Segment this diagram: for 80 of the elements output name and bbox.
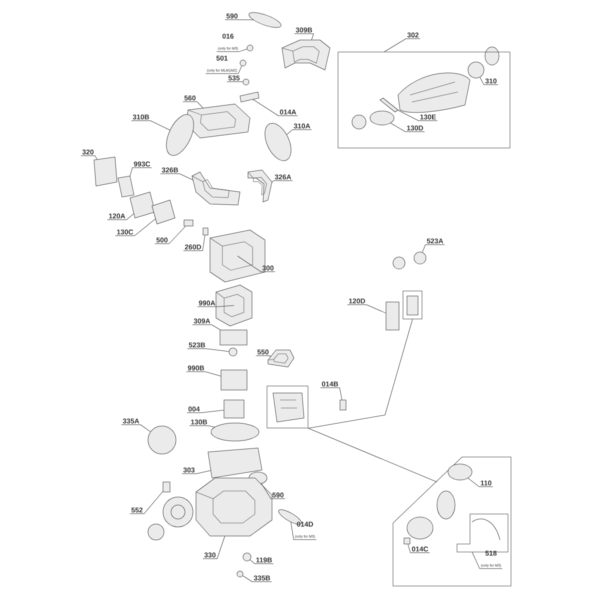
leader-line [384,38,420,52]
leader-line [237,256,276,272]
part-block [404,538,410,544]
part-block [208,448,262,478]
leader-line [261,484,286,499]
part-block [224,400,244,418]
part-ellipse [448,464,472,480]
part-circle [414,252,426,264]
part-block [386,302,400,330]
leader-line [272,180,293,183]
part-block [152,200,176,224]
part-drawing [216,284,252,326]
leader-line [154,226,186,244]
leader-line [187,348,230,352]
leader-line [186,371,221,376]
part-circle [242,552,252,562]
leader-line [256,355,271,358]
group-frame [392,456,512,586]
leader-line [130,491,163,514]
leader-line [294,33,314,40]
part-block [220,330,248,346]
leader-line [408,544,430,553]
part-circle [468,62,484,78]
leader-line [115,218,156,236]
part-block [118,176,134,198]
part-block [380,98,398,112]
leader-line [130,167,152,176]
leader-line [320,387,342,400]
leader-line [189,426,215,428]
part-block [184,220,194,226]
leader-line [252,99,298,116]
group-frame [456,514,508,552]
group-frame [338,52,510,148]
part-drawing [268,350,294,368]
leader-line [290,522,317,540]
leader-line [202,536,226,559]
leader-line [468,478,494,487]
leader-line [182,470,212,474]
part-ellipse [370,110,394,126]
leader-line [107,213,134,220]
part-block [202,228,208,236]
leader-line [197,305,234,307]
connector-line [308,319,413,428]
connector-line [308,428,438,482]
leader-line [226,81,243,82]
leader-line [192,324,220,330]
leader-line [472,552,503,569]
leader-line [347,304,386,314]
part-drawing [186,104,250,138]
leader-line [286,130,312,135]
leader-line [80,156,98,160]
part-ellipse [210,422,260,442]
leader-line [186,410,224,413]
leader-line [160,174,194,180]
part-drawing [248,170,272,202]
leader-line [250,560,274,564]
part-circle [228,348,238,356]
part-drawing [192,172,240,206]
part-block [130,192,156,218]
leader-line [390,122,425,132]
group-frame [402,290,422,320]
part-block [162,482,170,492]
leader-line [242,575,272,582]
part-drawing [282,40,330,70]
part-block [220,370,248,390]
leader-line [182,101,204,108]
leader-line [422,244,445,252]
leader-line [121,424,151,432]
leader-line [183,235,206,251]
leader-line [398,110,438,121]
leader-line [480,77,498,85]
leader-line [224,19,254,20]
part-block [340,400,346,410]
leader-line [205,66,242,74]
part-block [240,92,260,102]
part-block [94,156,118,186]
leader-line [131,120,170,130]
leader-line [216,48,248,52]
part-circle [148,426,176,454]
group-frame [266,386,308,428]
